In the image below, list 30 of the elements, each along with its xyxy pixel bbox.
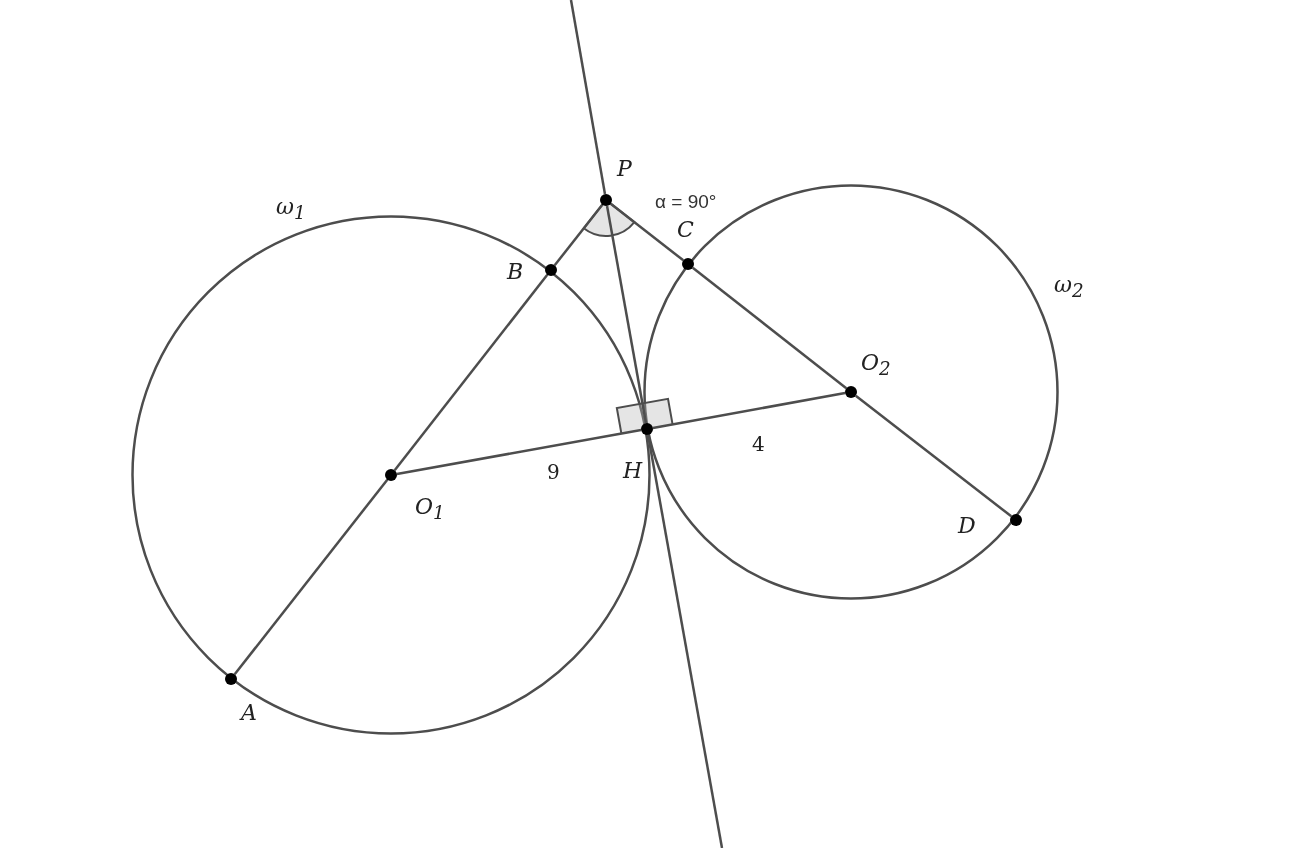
angle-label: α = 90° bbox=[655, 192, 717, 211]
point-label: O$_{1}$ bbox=[415, 496, 445, 523]
point-label: A bbox=[241, 702, 257, 724]
point-label: D bbox=[958, 515, 976, 537]
line-segment bbox=[652, 391, 846, 430]
line-segment bbox=[396, 428, 642, 476]
point-label: P bbox=[617, 158, 632, 180]
line-segment bbox=[393, 273, 549, 472]
line-segment bbox=[646, 434, 724, 848]
point-dot bbox=[545, 264, 557, 276]
point-dot bbox=[225, 673, 237, 685]
circle-label: ω$_{1}$ bbox=[276, 196, 306, 223]
point-dot bbox=[682, 258, 694, 270]
point-label: O$_{2}$ bbox=[861, 352, 891, 379]
line-segment bbox=[854, 394, 1013, 518]
point-dot bbox=[600, 194, 612, 206]
line-segment bbox=[569, 0, 607, 195]
circle-label: ω$_{2}$ bbox=[1054, 274, 1084, 301]
point-dot bbox=[1010, 514, 1022, 526]
point-label: C bbox=[677, 219, 694, 241]
point-label: H bbox=[623, 460, 643, 482]
point-dot bbox=[641, 423, 653, 435]
line-segment bbox=[233, 478, 389, 676]
point-dot bbox=[845, 386, 857, 398]
point-label: B bbox=[507, 261, 524, 283]
line-segment bbox=[691, 266, 848, 390]
line-segment bbox=[605, 205, 648, 424]
line-segment bbox=[609, 202, 685, 262]
point-dot bbox=[385, 469, 397, 481]
line-segment bbox=[553, 203, 604, 267]
